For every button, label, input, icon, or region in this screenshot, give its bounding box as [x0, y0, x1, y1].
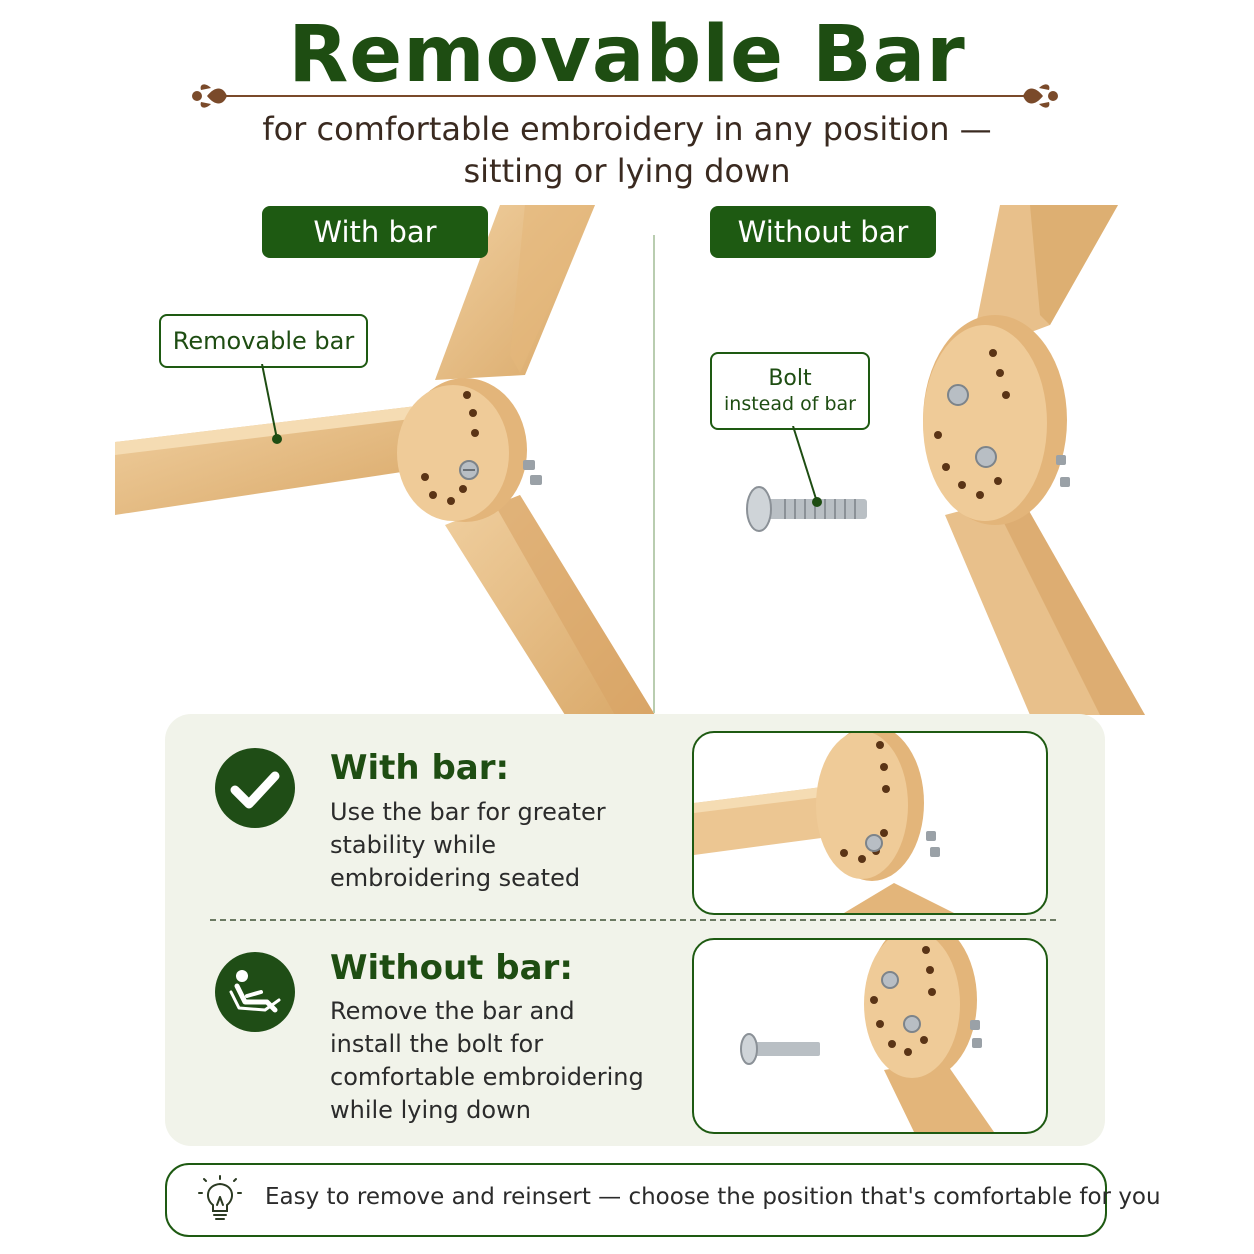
page-title: Removable Bar — [288, 10, 966, 100]
description-line: Use the bar for greater — [330, 798, 606, 826]
feature-separator — [210, 919, 1056, 921]
ornament-divider — [192, 84, 1058, 108]
description-line: stability while — [330, 831, 497, 859]
without-bar-feature-title: Without bar: — [330, 948, 573, 988]
subtitle-line-1: for comfortable embroidery in any positi… — [262, 110, 992, 148]
footer-note: Easy to remove and reinsert — choose the… — [165, 1163, 1161, 1237]
bolt-callout: Bolt instead of bar — [710, 352, 870, 430]
bolt-callout-title: Bolt — [768, 366, 812, 391]
reclining-person-icon — [215, 952, 295, 1032]
with-bar-feature-description: Use the bar for greater stability while … — [330, 796, 606, 895]
description-line: install the bolt for — [330, 1030, 544, 1058]
removable-bar-callout: Removable bar — [159, 314, 368, 368]
vertical-divider — [653, 235, 655, 713]
bolt-callout-subtitle: instead of bar — [724, 393, 856, 415]
callout-leader-line — [261, 364, 282, 444]
with-bar-thumbnail — [692, 731, 1048, 915]
subtitle: for comfortable embroidery in any positi… — [0, 108, 1254, 192]
with-bar-label: With bar — [262, 206, 488, 258]
frame-without-bar-illustration — [923, 205, 1145, 715]
without-bar-feature-description: Remove the bar and install the bolt for … — [330, 995, 644, 1127]
bolt-leader-line — [792, 426, 822, 507]
subtitle-line-2: sitting or lying down — [463, 152, 791, 190]
description-line: Remove the bar and — [330, 997, 575, 1025]
checkmark-icon — [215, 748, 295, 828]
with-bar-feature-title: With bar: — [330, 748, 510, 788]
removable-bar-callout-text: Removable bar — [172, 327, 355, 355]
without-bar-label: Without bar — [710, 206, 936, 258]
description-line: comfortable embroidering — [330, 1063, 644, 1091]
description-line: embroidering seated — [330, 864, 581, 892]
frame-with-bar-illustration — [115, 205, 655, 715]
footer-text: Easy to remove and reinsert — choose the… — [265, 1184, 1161, 1210]
description-line: while lying down — [330, 1096, 531, 1124]
without-bar-thumbnail — [692, 938, 1048, 1134]
lightbulb-icon — [198, 1175, 242, 1220]
